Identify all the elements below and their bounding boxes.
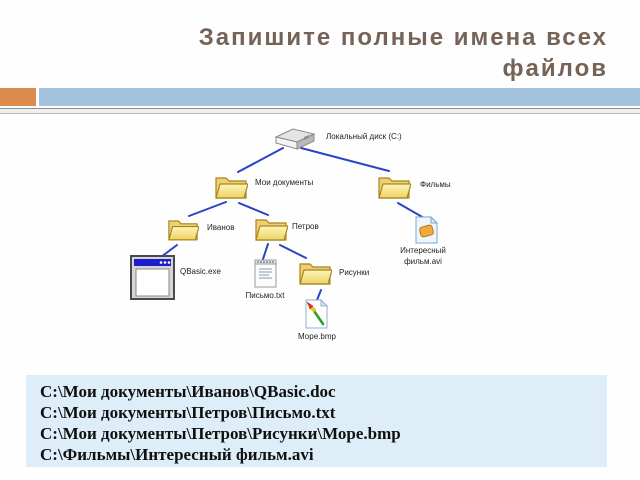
page-title-line2: файлов: [502, 55, 608, 82]
folder-icon-ivanov: [167, 214, 199, 243]
file-label-film-line2: фильм.avi: [404, 257, 442, 266]
bitmap-file-icon-sea: [304, 298, 329, 330]
folder-icon-films: [377, 171, 411, 201]
file-label-qbasic: QBasic.exe: [180, 267, 221, 276]
accent-orange-square: [0, 88, 36, 106]
page-title-line1: Запишите полные имена всех: [198, 24, 608, 51]
answer-line-2: C:\Мои документы\Петров\Письмо.txt: [40, 403, 336, 422]
video-file-icon-film: [414, 216, 439, 244]
disk-label: Локальный диск (C:): [326, 132, 402, 141]
accent-blue-bar: [39, 88, 640, 106]
page-title: Запишите полные имена всех файлов: [88, 22, 608, 84]
folder-icon-pictures: [298, 257, 332, 287]
folder-label-ivanov: Иванов: [207, 223, 235, 232]
notepad-file-icon-letter: [253, 257, 278, 289]
folder-icon-petrov: [254, 213, 288, 243]
folder-label-my-documents: Мои документы: [255, 178, 314, 187]
answer-line-4: C:\Фильмы\Интересный фильм.avi: [40, 445, 314, 464]
folder-label-films: Фильмы: [420, 180, 451, 189]
file-label-sea: Море.bmp: [298, 332, 336, 341]
answer-line-1: C:\Мои документы\Иванов\QBasic.doc: [40, 382, 336, 401]
folder-label-petrov: Петров: [292, 222, 319, 231]
divider-line: [0, 108, 640, 114]
folder-label-pictures: Рисунки: [339, 268, 370, 277]
file-label-letter: Письмо.txt: [245, 291, 285, 300]
program-window-icon-qbasic: [130, 255, 175, 300]
answer-line-3: C:\Мои документы\Петров\Рисунки\Море.bmp: [40, 424, 401, 443]
disk-drive-icon: [272, 127, 318, 151]
answers-panel: C:\Мои документы\Иванов\QBasic.doc C:\Мо…: [26, 375, 607, 467]
file-label-film-line1: Интересный: [400, 246, 446, 255]
folder-icon-my-documents: [214, 171, 248, 201]
